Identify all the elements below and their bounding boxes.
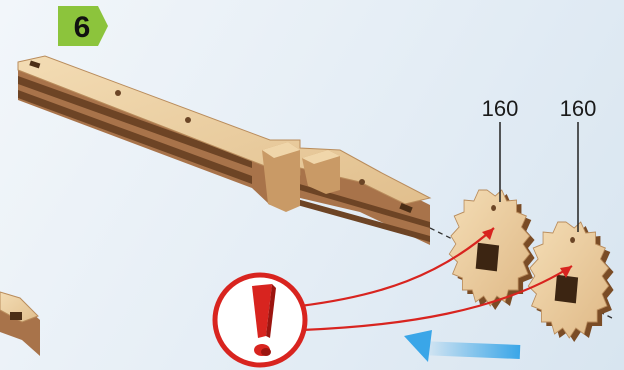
step-badge: 6 <box>58 6 108 46</box>
wooden-part-fragment <box>0 292 40 356</box>
wooden-beam <box>18 56 430 245</box>
step-number: 6 <box>74 11 91 44</box>
part-label-2-text: 160 <box>560 96 597 121</box>
arrow-icon <box>404 330 520 362</box>
part-label-1-text: 160 <box>482 96 519 121</box>
warning-callout <box>215 275 305 365</box>
part-label-2: 160 <box>560 96 597 232</box>
part-label-1: 160 <box>482 96 519 202</box>
